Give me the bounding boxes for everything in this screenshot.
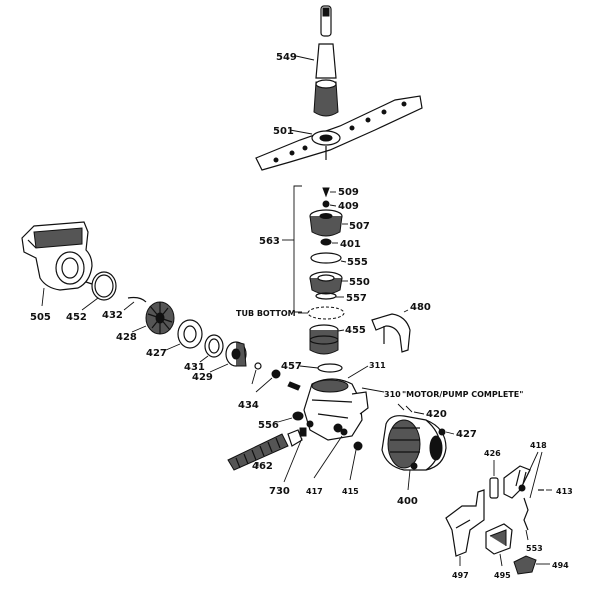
callout-462: 462 [252,461,273,472]
callout-420: 420 [426,409,447,420]
callout-413: 413 [556,487,573,496]
part-427-screw [438,428,446,436]
part-hub-429 [225,341,247,367]
callout-509: 509 [338,187,359,198]
callout-432: 432 [102,310,123,321]
part-seal-455 [309,324,339,355]
callout-505: 505 [30,312,51,323]
callout-553: 553 [526,544,543,553]
part-group-434 [254,362,301,391]
callout-730: 730 [269,486,290,497]
tub-bottom-label: TUB BOTTOM [236,309,296,318]
part-480 [371,313,411,353]
callout-556: 556 [258,420,279,431]
part-509 [322,187,330,198]
part-motor-400 [381,415,447,471]
part-415 [353,441,363,451]
part-417 [340,428,348,436]
part-432 [127,296,147,303]
part-nut-550 [309,271,343,295]
callout-457: 457 [281,361,302,372]
part-pump-housing-311 [303,378,369,441]
callout-415: 415 [342,487,359,496]
callout-434: 434 [238,400,259,411]
part-block-495 [485,523,513,555]
motor-pump-complete-note: "MOTOR/PUMP COMPLETE" [402,390,523,399]
callout-409: 409 [338,201,359,212]
callout-563: 563 [259,236,280,247]
callout-427-right: 427 [456,429,477,440]
callout-480: 480 [410,302,431,313]
part-409 [322,200,330,208]
callout-428: 428 [116,332,137,343]
part-spray-tube [313,5,339,117]
part-556 [292,411,304,421]
part-418 [503,465,531,499]
part-impeller-428 [145,301,175,335]
callout-452: 452 [66,312,87,323]
callout-417: 417 [306,487,323,496]
part-426 [489,477,499,499]
callout-501: 501 [273,126,294,137]
callout-507: 507 [349,221,370,232]
callout-401: 401 [340,239,361,250]
part-ring-427 [177,319,203,349]
part-553 [523,497,529,531]
callout-311: 311 [369,361,386,370]
callout-494: 494 [552,561,569,570]
part-drain-housing-505 [21,221,93,291]
part-clamp-452 [85,271,117,301]
part-730 [299,427,307,437]
callout-429: 429 [192,372,213,383]
part-457 [317,363,343,373]
part-hose-462 [227,429,303,471]
callout-497: 497 [452,571,469,580]
callout-426: 426 [484,449,501,458]
callout-549: 549 [276,52,297,63]
part-ring-431 [204,334,224,358]
part-hub-507 [309,209,343,237]
part-oring-555 [310,252,342,264]
callout-310: 310 [384,390,401,399]
callout-495: 495 [494,571,511,580]
callout-555: 555 [347,257,368,268]
callout-550: 550 [349,277,370,288]
part-557 [315,292,337,300]
callout-431: 431 [184,362,205,373]
tub-bottom-line [307,306,345,320]
part-bracket-497 [445,489,485,557]
callout-455: 455 [345,325,366,336]
part-401 [320,238,332,246]
callout-427-left: 427 [146,348,167,359]
callout-557: 557 [346,293,367,304]
callout-418: 418 [530,441,547,450]
callout-400: 400 [397,496,418,507]
part-spray-arm [255,95,423,171]
part-cap-494 [513,555,537,575]
